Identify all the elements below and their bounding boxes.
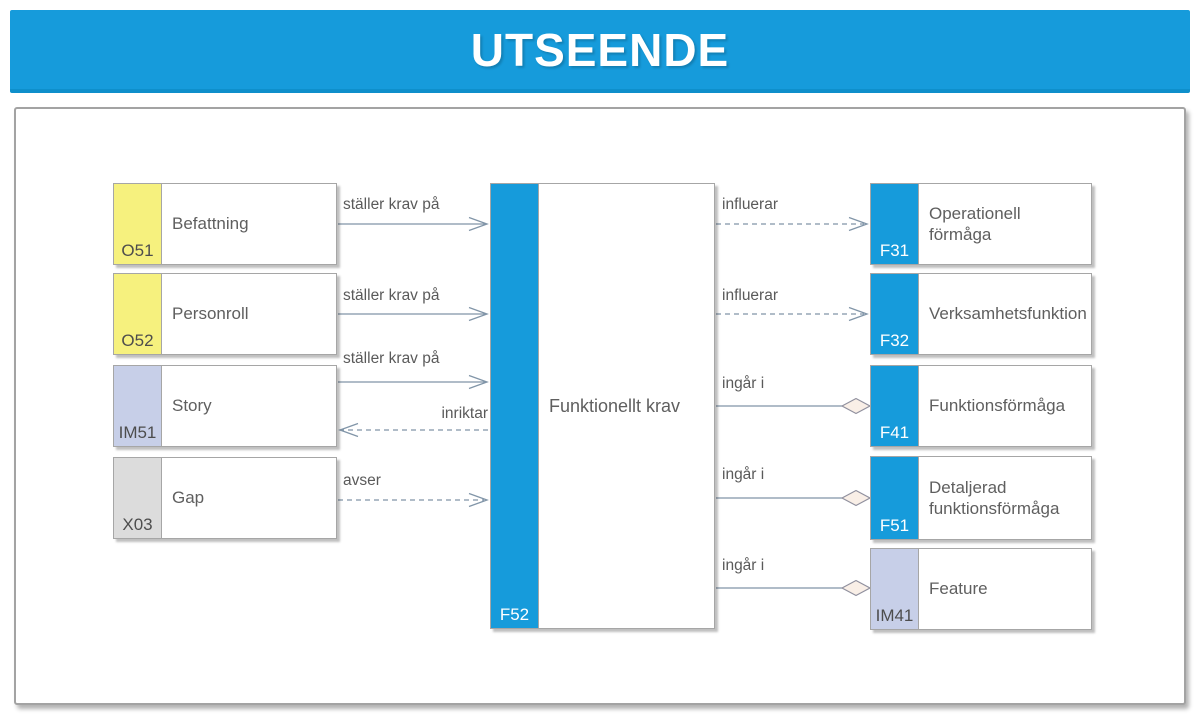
node-gap-tab: X03 — [114, 458, 162, 538]
node-personroll-tab: O52 — [114, 274, 162, 354]
node-verksamhetsfunktion-code: F32 — [879, 331, 910, 350]
node-personroll-code: O52 — [121, 331, 154, 350]
relation-label-influerar-1: influerar — [722, 196, 778, 213]
relation-label-staller-krav-pa-2: ställer krav på — [343, 287, 440, 304]
node-story-name: Story — [172, 396, 212, 416]
relation-label-ingar-i-2: ingår i — [722, 466, 765, 483]
relation-label-staller-krav-pa-3: ställer krav på — [343, 350, 440, 367]
node-funktionsformaga-code: F41 — [879, 423, 910, 442]
node-befattning: O51 Befattning — [113, 183, 337, 265]
node-befattning-name: Befattning — [172, 214, 249, 234]
node-verksamhetsfunktion: F32 Verksamhetsfunktion — [870, 273, 1092, 355]
node-personroll: O52 Personroll — [113, 273, 337, 355]
node-personroll-name: Personroll — [172, 304, 249, 324]
page-title: UTSEENDE — [470, 23, 730, 76]
node-story-code: IM51 — [118, 423, 157, 442]
relation-label-avser: avser — [343, 472, 381, 489]
node-gap-name: Gap — [172, 488, 205, 508]
node-feature-code: IM41 — [875, 606, 914, 625]
node-befattning-tab: O51 — [114, 184, 162, 264]
node-funktionsformaga-name: Funktionsförmåga — [929, 396, 1066, 416]
node-funktionellt-krav-tab: F52 — [491, 184, 539, 628]
node-funktionsformaga-tab: F41 — [871, 366, 919, 446]
node-funktionellt-krav-code: F52 — [499, 605, 530, 624]
node-operationell-formaga-name: Operationell förmåga — [929, 203, 1021, 244]
relation-label-staller-krav-pa-1: ställer krav på — [343, 196, 440, 213]
node-operationell-formaga: F31 Operationell förmåga — [870, 183, 1092, 265]
node-verksamhetsfunktion-tab: F32 — [871, 274, 919, 354]
node-detaljerad-funktionsformaga-tab: F51 — [871, 457, 919, 539]
node-verksamhetsfunktion-name: Verksamhetsfunktion — [929, 304, 1087, 324]
node-funktionsformaga: F41 Funktionsförmåga — [870, 365, 1092, 447]
node-feature: IM41 Feature — [870, 548, 1092, 630]
node-funktionellt-krav: F52 Funktionellt krav — [490, 183, 715, 629]
node-befattning-code: O51 — [121, 241, 154, 260]
relation-label-ingar-i-3: ingår i — [722, 557, 765, 574]
node-gap-code: X03 — [122, 515, 153, 534]
relation-label-ingar-i-1: ingår i — [722, 375, 765, 392]
node-gap: X03 Gap — [113, 457, 337, 539]
relation-label-influerar-2: influerar — [722, 287, 778, 304]
relation-label-inriktar: inriktar — [441, 405, 488, 422]
node-story-tab: IM51 — [114, 366, 162, 446]
node-detaljerad-funktionsformaga-name: Detaljerad funktionsförmåga — [929, 477, 1060, 518]
node-feature-name: Feature — [929, 579, 988, 599]
node-detaljerad-funktionsformaga: F51 Detaljerad funktionsförmåga — [870, 456, 1092, 540]
node-operationell-formaga-code: F31 — [879, 241, 910, 260]
node-feature-tab: IM41 — [871, 549, 919, 629]
title-banner: UTSEENDE — [10, 10, 1190, 93]
node-detaljerad-funktionsformaga-code: F51 — [879, 516, 910, 535]
node-funktionellt-krav-name: Funktionellt krav — [549, 395, 681, 416]
node-story: IM51 Story — [113, 365, 337, 447]
node-operationell-formaga-tab: F31 — [871, 184, 919, 264]
